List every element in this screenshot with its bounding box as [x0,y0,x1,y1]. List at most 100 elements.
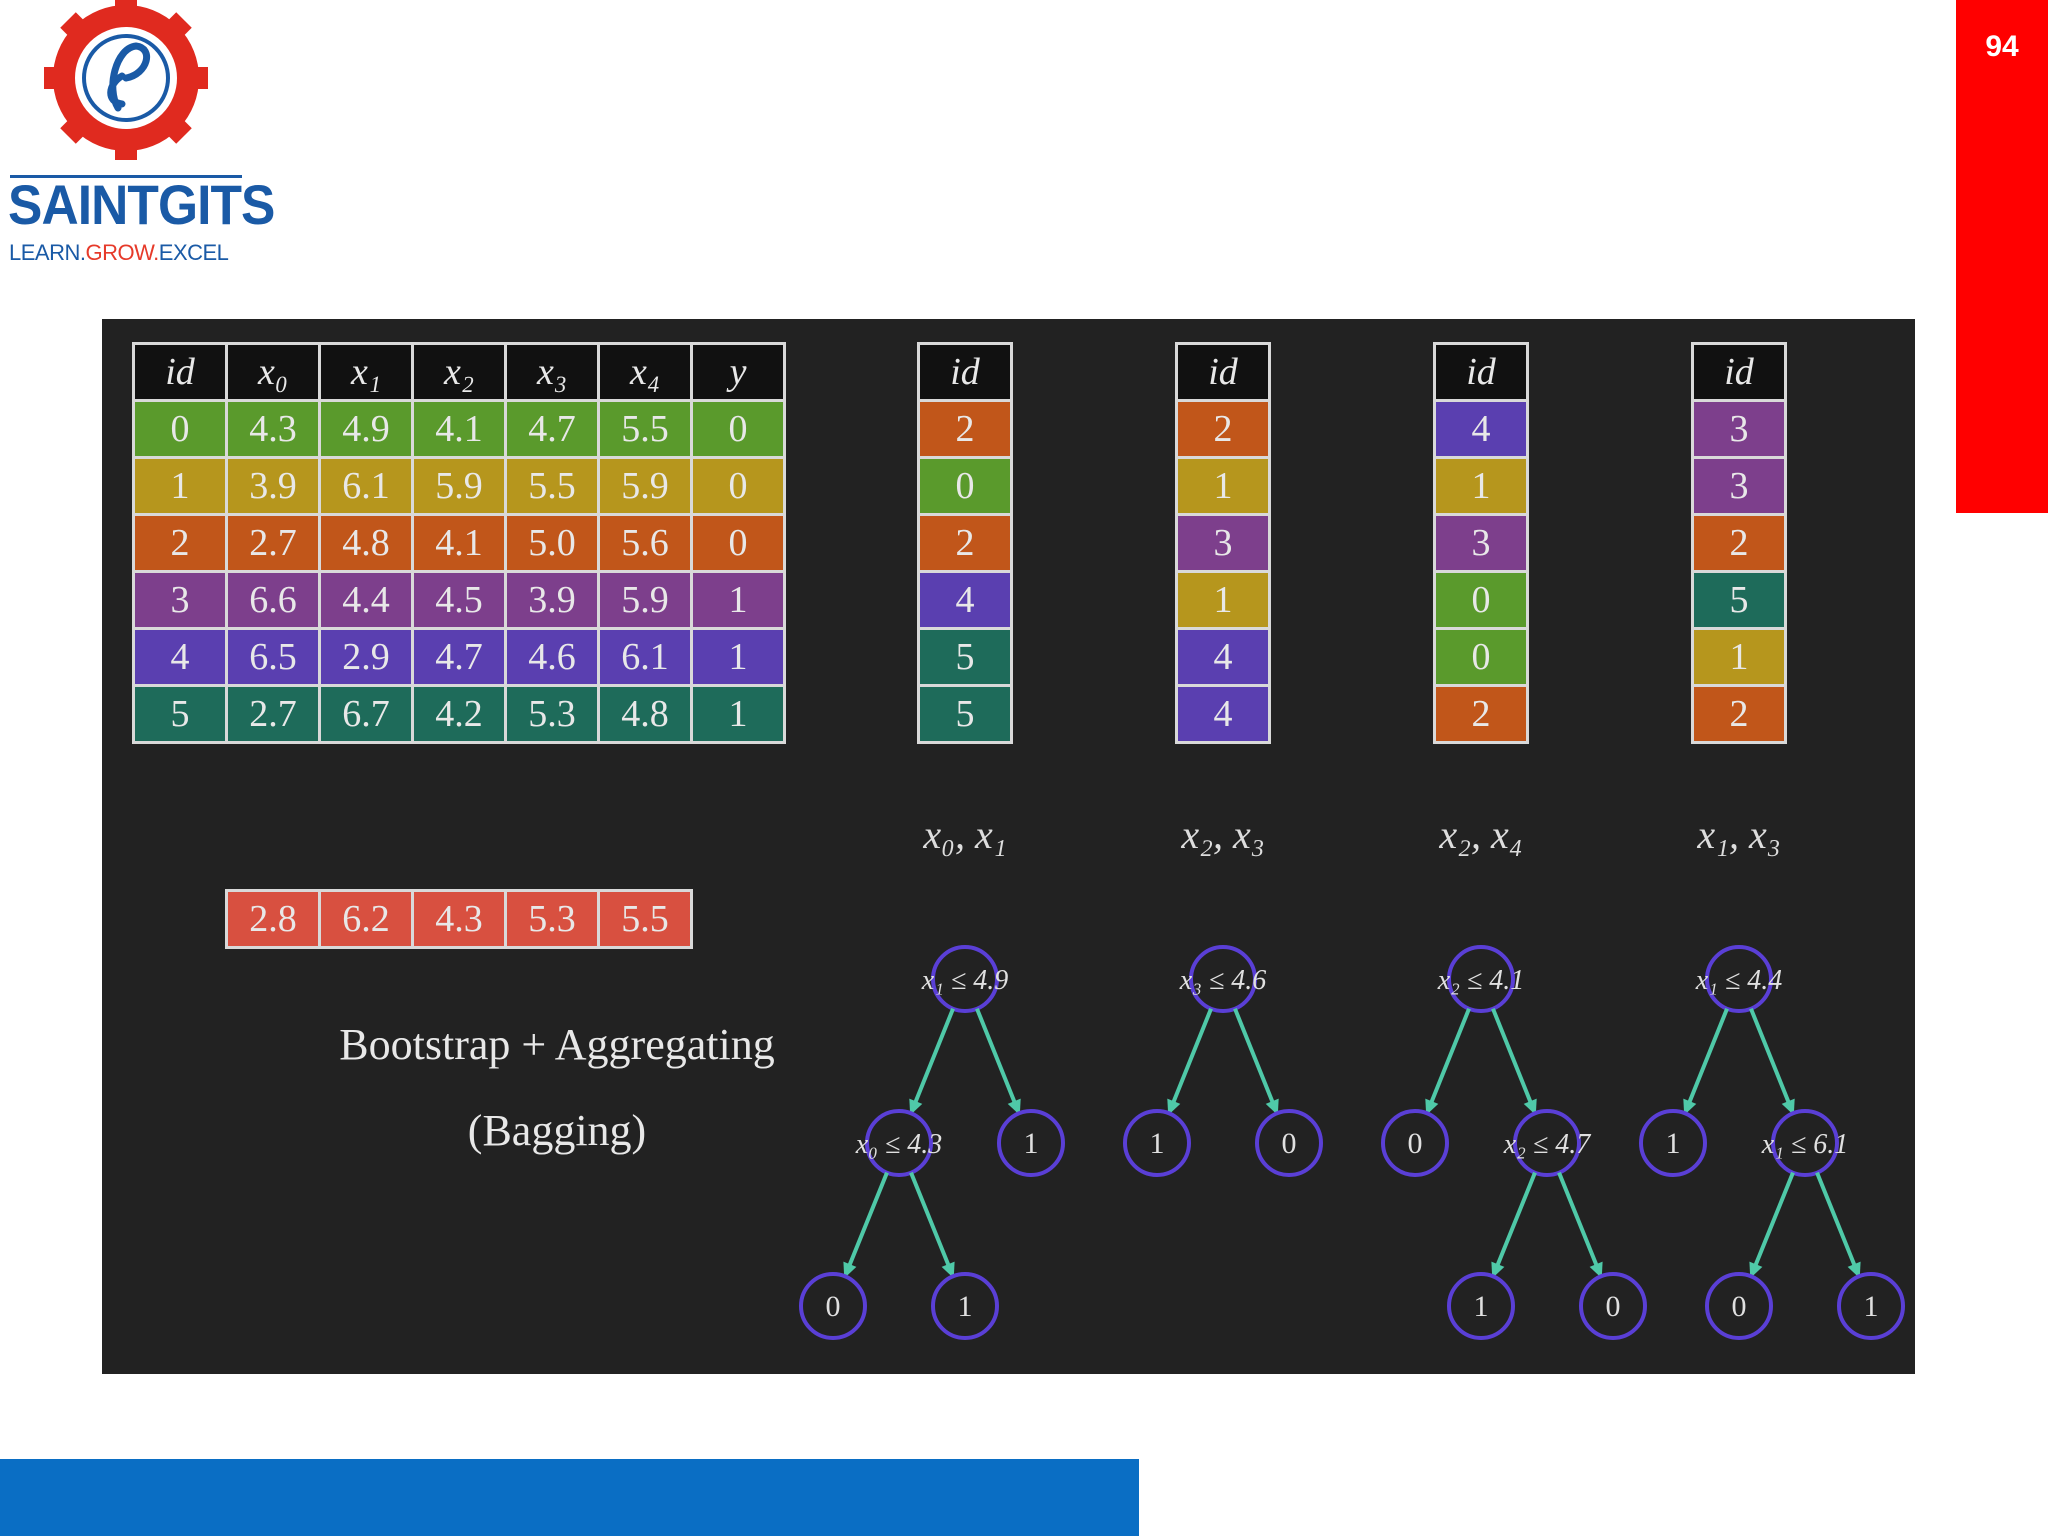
svg-text:0: 0 [1282,1127,1297,1160]
table-cell: 6.1 [597,627,693,687]
svg-text:1: 1 [1666,1127,1681,1160]
table-cell: 6.1 [318,456,414,516]
sample-id-cell: 2 [1691,684,1787,744]
tree-edge [975,1007,1021,1113]
edge-arrowhead [843,1261,857,1279]
caption-line-1: Bootstrap + Aggregating [339,1020,775,1069]
table-header-cell: x₂ [411,342,507,402]
edge-arrowhead [1749,1261,1763,1279]
tree-split-node: x₂ ≤ 4.7 [1503,1109,1592,1177]
tree-split-node: x₁ ≤ 6.1 [1761,1109,1849,1177]
table-cell: 4.7 [504,399,600,459]
sample-id-cell: 5 [1691,570,1787,630]
svg-text:x₁ ≤ 4.4: x₁ ≤ 4.4 [1695,965,1783,996]
tree-split-node: x₀ ≤ 4.3 [855,1109,943,1177]
table-cell: 3 [132,570,228,630]
table-cell: 0 [132,399,228,459]
tree-leaf-node: 1 [931,1272,999,1340]
svg-text:x₁ ≤ 4.9: x₁ ≤ 4.9 [921,965,1009,996]
table-header-cell: x₀ [225,342,321,402]
tree-leaf-node: 0 [1705,1272,1773,1340]
table-cell: 4.8 [597,684,693,744]
svg-text:x₂ ≤ 4.7: x₂ ≤ 4.7 [1503,1129,1592,1160]
page-number: 94 [1985,30,2019,63]
svg-text:0: 0 [1732,1290,1747,1323]
feature-subset-label: x₂, x₄ [1439,812,1523,857]
tree-leaf-node: 0 [1381,1109,1449,1177]
tree-edge [843,1171,889,1276]
tree-leaf-node: 0 [799,1272,867,1340]
sample-id-cell: 2 [1691,513,1787,573]
tree-leaf-node: 1 [1123,1109,1191,1177]
edge-arrowhead [941,1261,955,1279]
table-header-cell: x₁ [318,342,414,402]
table-cell: 4.4 [318,570,414,630]
logo-name: SAINTGITS [8,173,275,236]
tree-edge [1491,1007,1537,1113]
saintgits-logo: SAINTGITS LEARN.GROW.EXCEL [0,0,275,280]
feature-subset-label: x₁, x₃ [1697,812,1781,857]
svg-text:x₂ ≤ 4.1: x₂ ≤ 4.1 [1437,965,1525,996]
svg-text:1: 1 [1474,1290,1489,1323]
svg-text:0: 0 [1606,1290,1621,1323]
sample-header-cell: id [1691,342,1787,402]
sample-header-cell: id [1433,342,1529,402]
table-cell: 0 [690,399,786,459]
tree-leaf-node: 1 [1447,1272,1515,1340]
tree-edge [909,1007,955,1113]
edge-arrowhead [1847,1261,1861,1279]
table-header-cell: x₄ [597,342,693,402]
tree-edge [909,1171,955,1276]
query-cell: 4.3 [411,889,507,949]
table-cell: 1 [690,684,786,744]
gear-logo-icon [44,0,208,160]
tree-edge [1167,1007,1213,1113]
feature-subset-label: x₂, x₃ [1181,812,1265,857]
edge-arrowhead [1265,1098,1279,1116]
tree-root-node: x₂ ≤ 4.1 [1437,945,1525,1013]
sample-id-cell: 0 [1433,570,1529,630]
sample-id-cell: 3 [1691,399,1787,459]
table-cell: 4 [132,627,228,687]
svg-text:x₀ ≤ 4.3: x₀ ≤ 4.3 [855,1129,943,1160]
table-cell: 5 [132,684,228,744]
edge-arrowhead [1589,1261,1603,1279]
sample-id-cell: 1 [1175,456,1271,516]
tree-edge [1233,1007,1279,1113]
table-cell: 0 [690,456,786,516]
footer-bar [0,1459,1139,1536]
edge-arrowhead [1167,1098,1181,1116]
tree-leaf-node: 1 [1639,1109,1707,1177]
tree-leaf-node: 1 [1837,1272,1905,1340]
sample-id-cell: 3 [1433,513,1529,573]
query-cell: 6.2 [318,889,414,949]
tree-edge [1749,1007,1795,1113]
tree-edge [1557,1171,1603,1276]
tree-edge [1491,1171,1537,1276]
table-cell: 2 [132,513,228,573]
svg-text:x₃ ≤ 4.6: x₃ ≤ 4.6 [1179,965,1267,996]
tree-edge [1683,1007,1729,1113]
tree-leaf-node: 0 [1579,1272,1647,1340]
sample-id-cell: 4 [1175,684,1271,744]
edge-arrowhead [1781,1098,1795,1116]
tree-root-node: x₁ ≤ 4.9 [921,945,1009,1013]
edge-arrowhead [1523,1098,1537,1116]
svg-text:1: 1 [1150,1127,1165,1160]
accent-bar [1956,0,2048,513]
feature-subset-label: x₀, x₁ [923,812,1007,857]
table-header-cell: id [132,342,228,402]
sample-id-cell: 4 [1175,627,1271,687]
table-cell: 5.6 [597,513,693,573]
tree-leaf-node: 0 [1255,1109,1323,1177]
table-cell: 2.7 [225,684,321,744]
tree-edge [1815,1171,1861,1276]
svg-text:x₁ ≤ 6.1: x₁ ≤ 6.1 [1761,1129,1849,1160]
svg-text:1: 1 [958,1290,973,1323]
edge-arrowhead [1683,1098,1697,1116]
table-cell: 6.7 [318,684,414,744]
query-cell: 5.5 [597,889,693,949]
edge-arrowhead [1491,1261,1505,1279]
sample-id-cell: 3 [1691,456,1787,516]
